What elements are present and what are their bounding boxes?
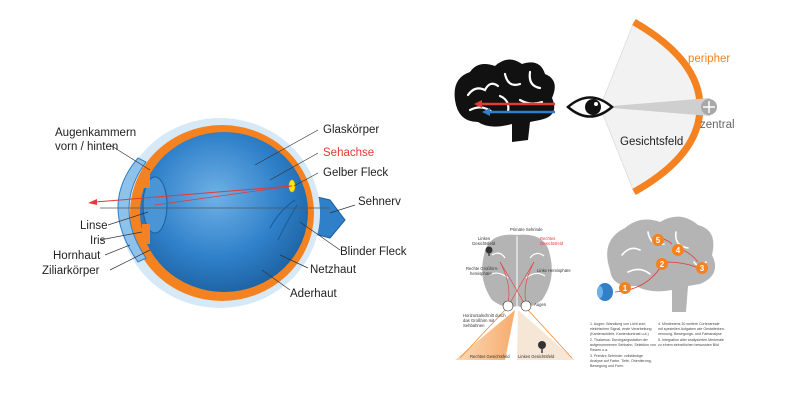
label-horizontal-3: Sehbahnen [463,323,485,328]
label-aderhaut: Aderhaut [290,288,337,300]
label-glaskoerper: Glaskörper [323,124,379,136]
label-sehachse: Sehachse [323,147,374,159]
note-left-7: 3. Primäre Sehrinde: vollständige [590,354,643,358]
iris [142,168,150,188]
signal-arrow-blue [482,108,490,116]
brain-icon-black [454,59,555,142]
svg-text:3: 3 [700,264,705,273]
iris-lower [142,224,150,244]
left-field-cone [517,310,575,360]
label-augenkammern-1: Augenkammern [55,127,136,139]
right-eye-small [520,300,532,312]
light-ray [154,185,293,206]
label-gelber-fleck: Gelber Fleck [323,167,388,179]
field-line-1 [459,309,506,359]
label-rechtes-gf-bottom: Rechtes Gesichtsfeld [470,354,510,359]
small-eye-lens [597,286,603,298]
note-left-9: Bewegung und Form [590,364,623,368]
label-linse: Linse [80,220,108,232]
svg-text:5: 5 [656,236,661,245]
label-peripher: peripher [688,53,730,65]
label-primaere-sehrinde: Primäre Sehrinde [510,227,543,232]
step-5: 5 [652,234,664,246]
eye-highlight [594,102,598,106]
vitreous-body [140,132,308,292]
step-4: 4 [672,244,684,256]
processing-diagram: 1 2 3 4 5 1. Augen: Wandlung von Licht z… [590,216,726,368]
notes-right: 4. Mindestens 30 weitere Cortexareale mi… [658,322,726,347]
label-zentral: zentral [700,119,735,131]
notes-left: 1. Augen: Wandlung von Licht zum elektri… [590,322,656,368]
label-linke-hemisphaere: Linke Hemisphäre [537,268,571,273]
note-right-1: 4. Mindestens 30 weitere Cortexareale [658,322,720,326]
label-augenkammern-2: vorn / hinten [55,141,118,153]
step-2: 2 [656,258,668,270]
path-thalamus-to-cortex [664,261,699,269]
optic-chiasm-paths [499,261,535,304]
left-eye-small [502,300,514,312]
cornea [117,157,147,263]
tree-icon-top [485,246,493,256]
note-left-2: elektrischen Signal, erste Verarbeitung [590,327,652,331]
note-left-6: Reizen u.a. [590,348,608,352]
step-1: 1 [619,282,631,294]
label-horizontal-1: Horizontalschnitt durch [463,313,506,318]
blood-vessels [269,199,298,241]
label-horizontal-2: das Großhirn mit [463,318,495,323]
label-hornhaut: Hornhaut [53,250,101,262]
note-left-1: 1. Augen: Wandlung von Licht zum [590,322,645,326]
note-left-5: aufgenommenen Sehbahn, Selektion von [590,343,656,347]
label-iris: Iris [90,235,106,247]
note-right-4: 5. Integration aller analysierten Merkma… [658,338,724,342]
central-cone [600,98,710,116]
visual-axis-line [94,185,293,203]
note-left-8: Analyse auf Farbe, Tiefe, Orientierung, [590,359,652,363]
note-right-5: zu einem einheitlichen bewussten Bild [658,343,719,347]
label-gesichtsfeld: Gesichtsfeld [620,136,683,148]
label-rechtes-gf-1: Rechtes [540,236,555,241]
eye-cross-section: Augenkammern vorn / hinten Linse Iris Ho… [42,118,407,308]
label-rechte-hemisphaere-2: hemisphäre [470,271,493,276]
label-ziliarkoerper: Ziliarkörper [42,265,100,277]
eye-pupil [585,99,601,115]
label-linkes-gf-1: Linkes [478,236,490,241]
svg-text:2: 2 [660,260,665,269]
field-line-2 [527,309,573,359]
note-right-2: mit speziellen Aufgaben wie Gestalterken… [658,327,726,331]
label-linkes-gf-bottom: Linkes Gesichtsfeld [518,354,555,359]
leader-lines [99,129,356,291]
signal-arrow-red [474,100,482,108]
label-rechte-hemisphaere-1: Rechte Großhirn- [466,266,499,271]
label-augen: Augen [534,302,547,307]
label-rechtes-gf-2: Gesichtsfeld [540,241,564,246]
path-eye-to-thalamus [614,267,661,293]
label-linkes-gf-2: Gesichtsfeld [472,241,496,246]
tree-icon-bottom [538,341,546,353]
visual-field-diagram: peripher zentral Gesichtsfeld [454,18,735,196]
note-right-3: nennung, Bewegungs- und Farbanalyse [658,332,722,336]
label-blinder-fleck: Blinder Fleck [340,246,407,258]
svg-text:1: 1 [623,284,628,293]
visual-axis-arrow [88,199,97,205]
step-3: 3 [696,262,708,274]
note-left-3: (Kantenschärfe, Kantenkontrast u.a.) [590,332,649,336]
svg-text:4: 4 [676,246,681,255]
label-netzhaut: Netzhaut [310,264,357,276]
visual-pathway-diagram: Primäre Sehrinde Linkes Gesichtsfeld Rec… [455,227,575,360]
label-sehnerv: Sehnerv [358,196,401,208]
note-left-4: 2. Thalamus: Durchgangsstation der [590,338,649,342]
